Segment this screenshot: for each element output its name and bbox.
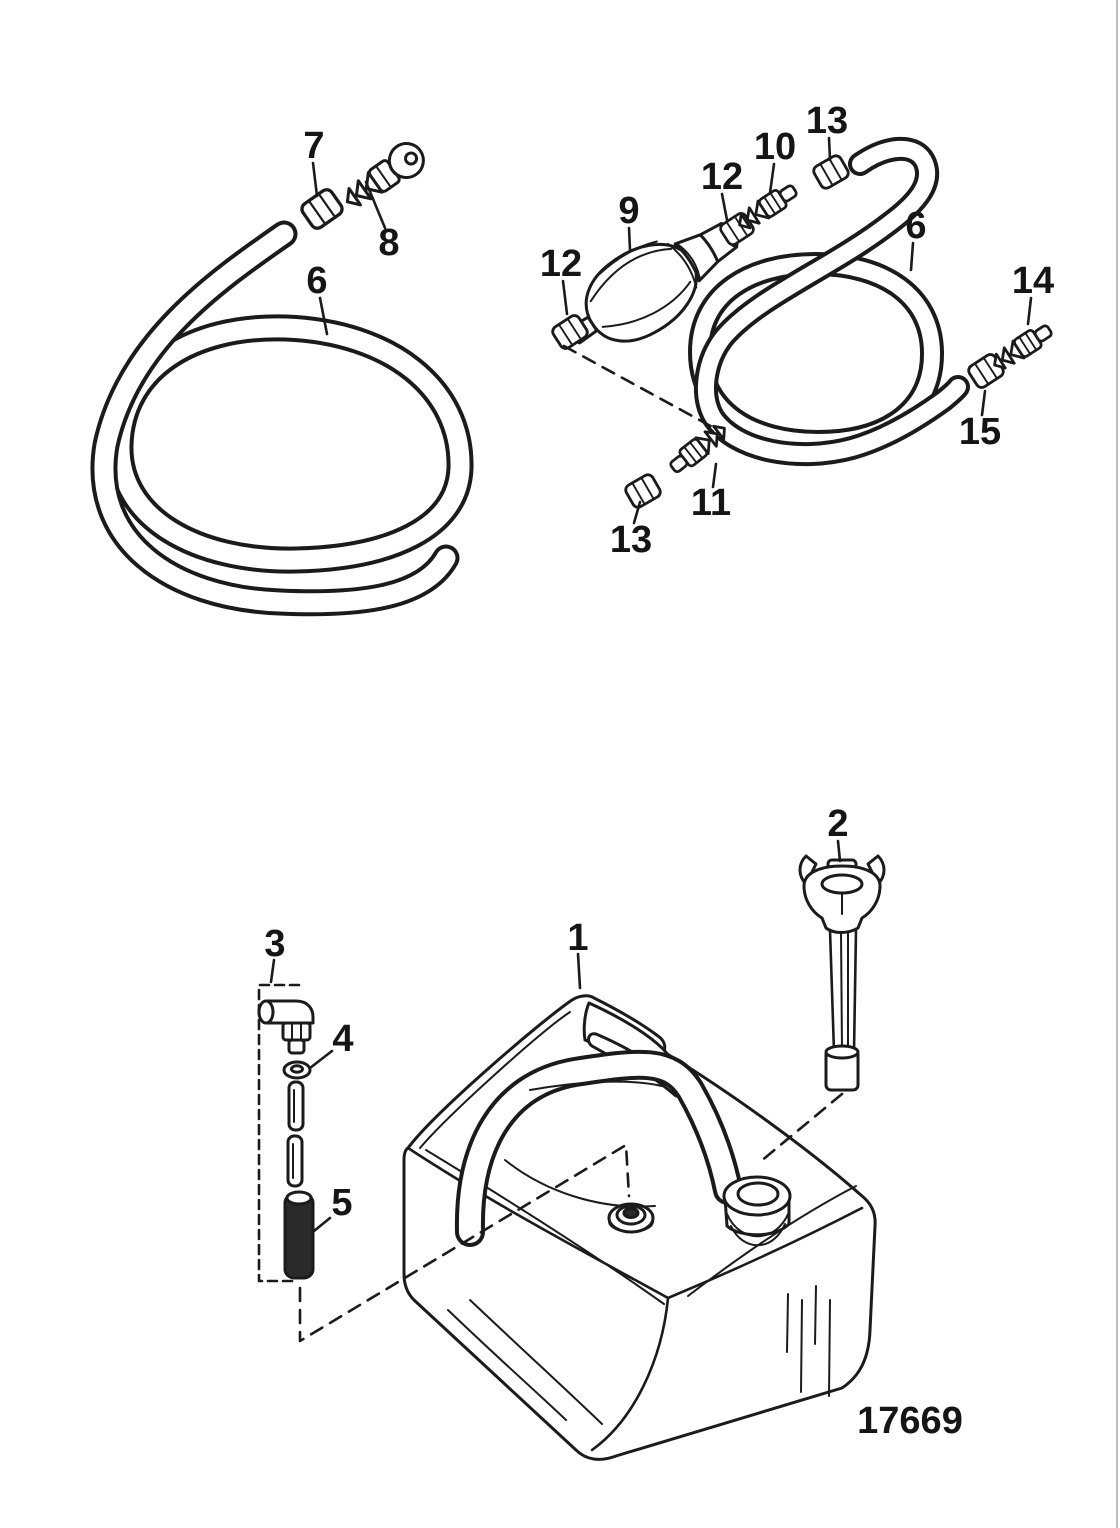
fuel-filter [283,1190,315,1280]
callout-13-bottom: 13 [610,500,652,561]
engine-fitting-14 [987,319,1057,375]
pickup-seal-washer [282,1060,312,1080]
check-valve-fitting-10 [732,179,802,235]
tank-topface-right-edge [666,1206,864,1300]
callout-1: 1 [567,917,589,990]
callout-2: 2 [827,803,849,863]
tank-front-corner-edge [590,1296,670,1452]
callout-label: 9 [618,190,639,232]
callout-3: 3 [264,923,286,984]
fuel-tank [402,994,877,1461]
fuel-hose-coil-left [90,220,474,617]
callout-label: 2 [827,803,848,845]
callouts: 7 8 6 13 10 12 9 6 [264,100,1054,1233]
pickup-tube-upper [287,1080,305,1132]
callout-label: 3 [264,923,285,965]
callout-12-middle: 12 [701,156,743,222]
callout-14: 14 [1012,260,1054,326]
callout-label: 6 [905,205,926,247]
callout-10: 10 [754,126,796,195]
callout-label: 13 [806,100,848,142]
fuel-pickup-assembly [257,983,631,1343]
callout-9: 9 [618,190,640,252]
pickup-bracket [257,983,301,1283]
callout-8: 8 [364,180,400,264]
callout-label: 5 [331,1182,352,1224]
callout-label: 14 [1012,260,1054,302]
callout-label: 7 [303,125,324,167]
callout-label: 8 [378,222,399,264]
fuel-hose-coil-right [688,136,970,467]
callout-label: 12 [540,243,582,285]
callout-11: 11 [691,462,731,524]
callout-4: 4 [308,1018,354,1070]
callout-label: 6 [306,260,327,302]
fuel-gauge-assembly [758,854,886,1164]
leader-dashed-gauge-to-neck [758,1092,844,1164]
callout-7: 7 [303,125,325,198]
callout-5: 5 [312,1182,353,1233]
tank-connector-fitting-8 [336,135,432,218]
hose-nut-13-bottom [622,471,664,511]
hose-fitting-11 [665,418,733,478]
callout-label: 4 [332,1018,353,1060]
tank-filler-neck [722,1175,792,1247]
leader-dashed-bulb-to-fitting [562,344,718,431]
callout-12-left: 12 [540,243,582,316]
callout-13-top: 13 [806,100,848,162]
callout-label: 15 [959,411,1001,453]
pickup-tube-lower [286,1134,304,1188]
figure-part-number: 17669 [857,1400,963,1442]
callout-label: 12 [701,156,743,198]
pickup-elbow-fitting [257,999,315,1055]
hose-nut-7 [297,185,347,233]
callout-6-right: 6 [905,205,927,272]
leader-dashed-pickup-to-port [298,1143,631,1343]
tank-pickup-port [607,1202,655,1234]
callout-15: 15 [959,389,1001,453]
tank-topface-front-edge [406,1146,670,1300]
callout-6-left: 6 [306,260,329,336]
callout-label: 13 [610,519,652,561]
callout-label: 11 [691,482,731,524]
callout-label: 1 [567,917,588,959]
callout-label: 10 [754,126,796,168]
